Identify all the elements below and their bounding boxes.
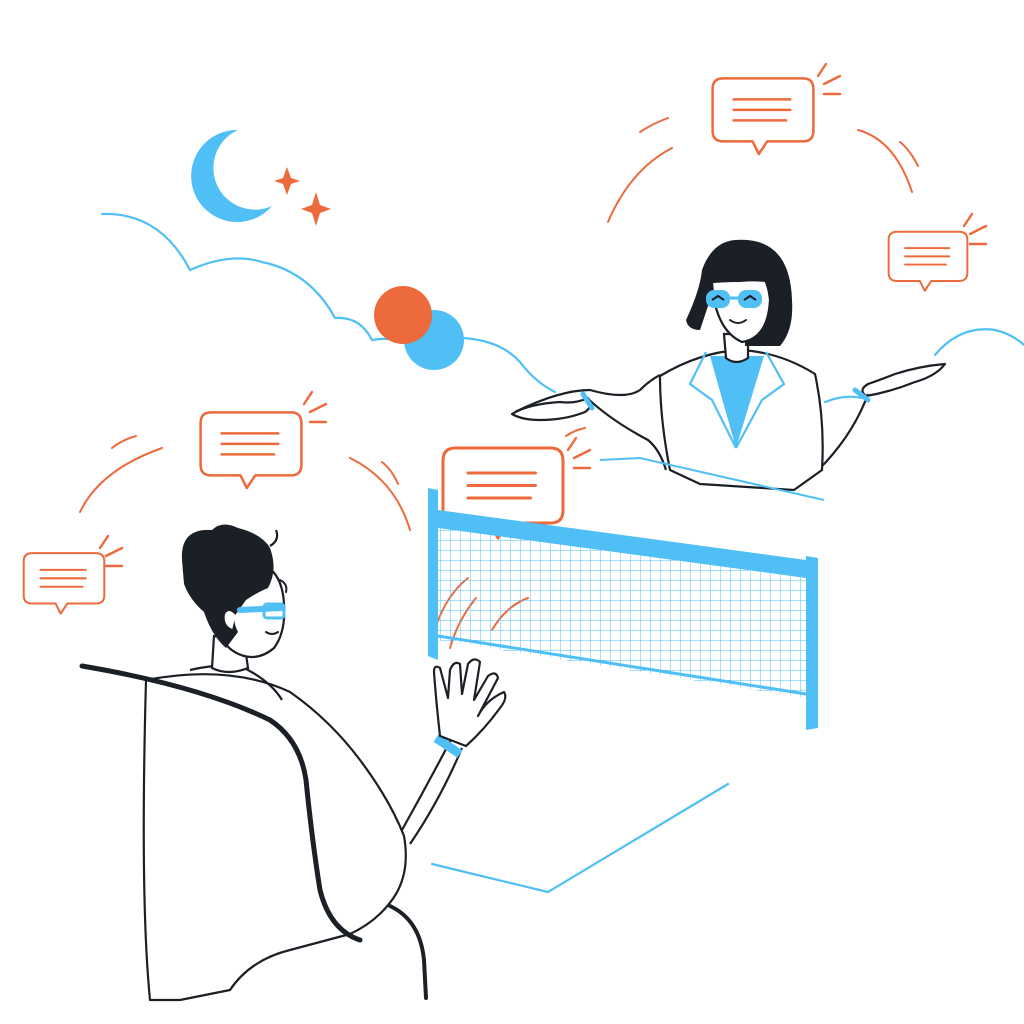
crescent-moon-icon: [191, 129, 272, 222]
sparkle-star-icon: [274, 167, 300, 195]
speech-bubble-icon: [711, 77, 815, 156]
woman-character: [510, 239, 947, 492]
speech-bubble-burst: [566, 436, 592, 470]
speech-bubble-icon: [199, 411, 303, 490]
sparkle-star-icon: [301, 192, 331, 226]
cloud-outline-left: [100, 212, 414, 348]
speech-bubble-burst: [816, 62, 842, 96]
cloud-outline-right: [933, 328, 1024, 357]
speech-bubble-burst: [302, 390, 328, 424]
speech-bubble-icon: [22, 552, 106, 615]
speech-bubble-icon: [887, 230, 969, 292]
floor-outline: [430, 782, 730, 894]
orange-disc: [374, 286, 432, 344]
man-character: [79, 524, 507, 1002]
volleyball-net-icon: [428, 456, 825, 730]
cloud-outline-right-low: [823, 395, 864, 404]
cloud-outline-middle: [460, 336, 557, 394]
